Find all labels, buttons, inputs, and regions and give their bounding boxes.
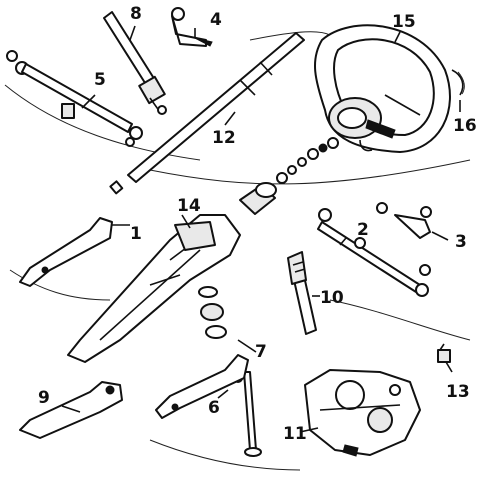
callout-5: 5	[94, 70, 106, 90]
callout-15: 15	[392, 12, 416, 32]
tie-rod-end-right	[376, 202, 432, 239]
center-link	[317, 208, 431, 297]
pitman-arm	[19, 381, 123, 439]
callout-16: 16	[453, 116, 477, 136]
idler-arm	[155, 354, 249, 419]
steering-shaft-bearings	[239, 137, 339, 215]
sector-shaft	[287, 251, 317, 335]
steering-arm	[19, 217, 113, 287]
steering-column-jacket	[67, 214, 241, 363]
callout-7: 7	[255, 342, 267, 362]
callout-2: 2	[357, 220, 369, 240]
gear-box-clip	[437, 343, 451, 363]
horn-clip	[451, 69, 465, 96]
callout-10: 10	[320, 288, 344, 308]
callout-9: 9	[38, 388, 50, 408]
callout-6: 6	[208, 398, 220, 418]
steering-gear-box	[304, 369, 421, 457]
tie-rod-left	[6, 50, 143, 147]
steering-wheel	[314, 24, 451, 153]
tie-rod-end-upper	[171, 7, 213, 47]
callout-8: 8	[130, 4, 142, 24]
background-contours	[4, 31, 471, 471]
callout-14: 14	[177, 196, 201, 216]
callout-13: 13	[446, 382, 470, 402]
callout-12: 12	[212, 128, 236, 148]
callout-1: 1	[130, 224, 142, 244]
leader-lines	[61, 25, 461, 433]
callout-3: 3	[455, 232, 467, 252]
pitman-bushings	[198, 286, 262, 457]
callout-4: 4	[210, 10, 222, 30]
steering-shaft	[109, 32, 305, 195]
intermediate-shaft	[103, 11, 167, 115]
callout-11: 11	[283, 424, 307, 444]
